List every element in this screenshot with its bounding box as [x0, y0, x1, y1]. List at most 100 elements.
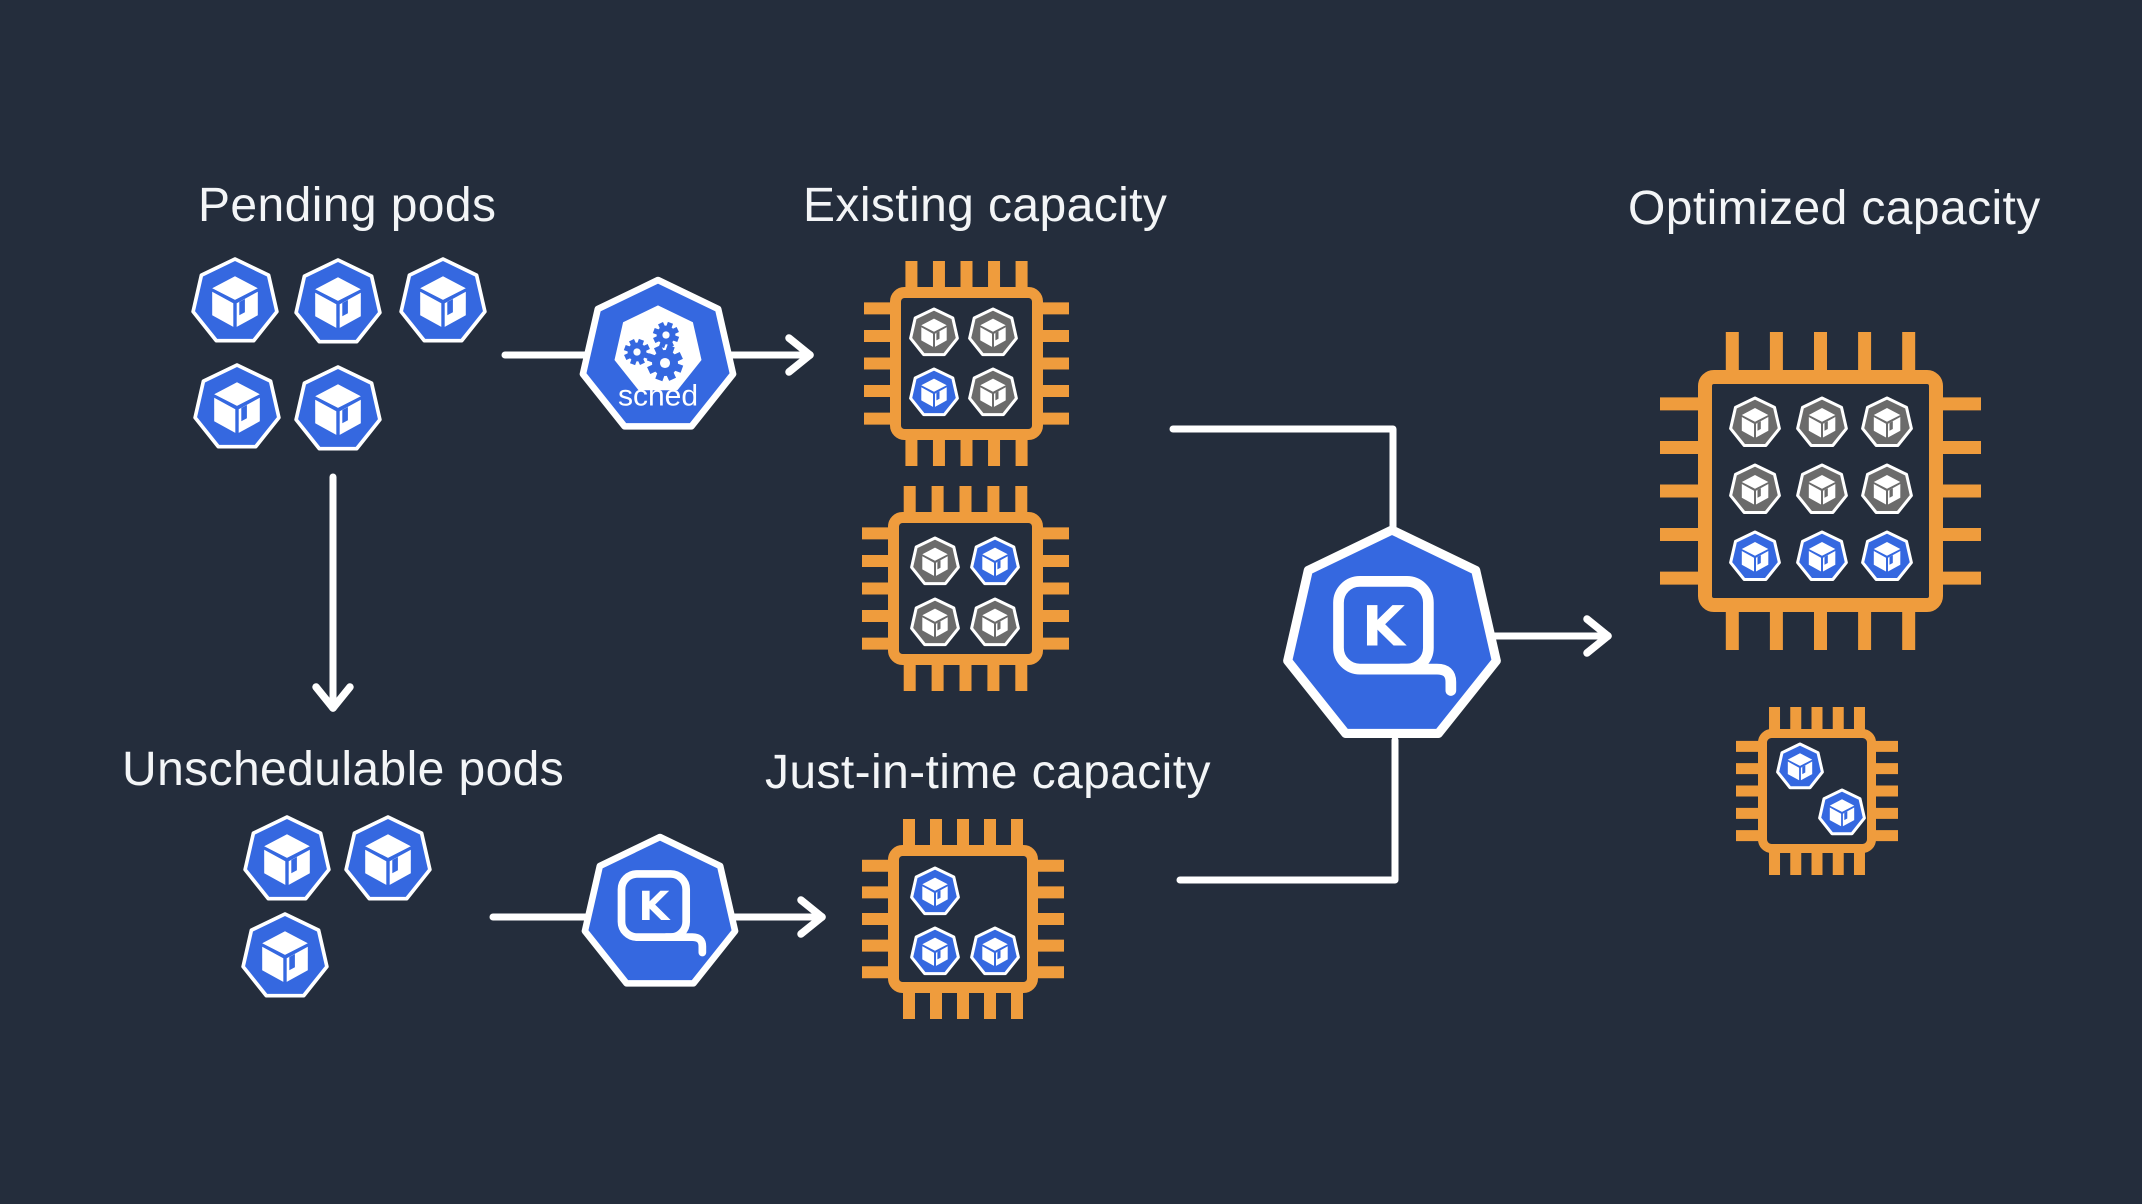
pod-icon: [344, 815, 432, 901]
cube-icon: [922, 877, 948, 906]
pod-icon: [1796, 530, 1848, 581]
arrowhead-icon: [797, 896, 826, 921]
pending-pods-label: Pending pods: [198, 179, 497, 232]
cube-icon: [982, 608, 1008, 637]
karpenter-tape-body: [1333, 576, 1434, 675]
karpenter-icon-letter: K: [638, 884, 671, 930]
just-in-time-capacity-label: Just-in-time capacity: [765, 746, 1211, 799]
pod-icon: [968, 367, 1018, 417]
pod-icon: [193, 363, 281, 449]
connector-line: [1169, 425, 1397, 531]
cube-icon: [315, 277, 361, 328]
arrowhead-icon: [1583, 632, 1612, 657]
pod-icon: [1861, 463, 1913, 514]
pod-icon: [241, 912, 329, 998]
karpenter-tape-tail: [1395, 663, 1457, 696]
karpenter-to-jit-arrow: [726, 896, 826, 938]
existing-capacity-chip-2: [862, 486, 1069, 691]
pod-icon: [399, 257, 487, 343]
pod-icon: [910, 597, 960, 647]
heptagon-badge: [1283, 525, 1501, 738]
scheduler-to-existing-arrow: [726, 334, 814, 376]
gear-icon: [646, 344, 684, 382]
pod-icon: [970, 536, 1020, 586]
pod-icon: [910, 866, 960, 916]
karpenter-icon-small: K: [581, 833, 739, 987]
cube-icon: [982, 937, 1008, 966]
cube-icon: [365, 834, 411, 885]
cube-icon: [1741, 475, 1769, 505]
cube-icon: [315, 384, 361, 435]
pending-to-unschedulable-arrow: [312, 473, 354, 712]
optimized-chip-large: [1660, 332, 1981, 650]
existing-to-karpenter-line: [1169, 425, 1397, 531]
cube-icon: [212, 276, 258, 327]
pod-icon: [294, 258, 382, 344]
jit-to-karpenter-line: [1176, 736, 1399, 884]
cube-icon: [921, 378, 947, 407]
cube-icon: [980, 378, 1006, 407]
pod-icon: [910, 926, 960, 976]
just-in-time-chip: [862, 819, 1064, 1019]
cube-icon: [1873, 542, 1901, 572]
cube-icon: [1741, 408, 1769, 438]
karpenter-icon-letter: K: [1362, 595, 1407, 660]
karpenter-to-optimized-arrow: [1488, 615, 1612, 657]
arrowhead-icon: [785, 334, 814, 359]
pod-icon: [968, 307, 1018, 357]
optimized-chip-small: [1736, 707, 1898, 875]
cube-icon: [1741, 542, 1769, 572]
pod-icon: [909, 367, 959, 417]
gear-icon: [652, 321, 680, 349]
cube-icon: [262, 931, 308, 982]
arrowhead-icon: [797, 913, 826, 938]
arrowhead-icon: [1583, 615, 1612, 640]
pod-icon: [970, 597, 1020, 647]
unschedulable-pods: [241, 815, 432, 998]
pod-icon: [970, 926, 1020, 976]
existing-capacity-label: Existing capacity: [803, 179, 1168, 232]
connector-line: [1176, 736, 1399, 884]
pending-pods: [191, 257, 487, 451]
cube-icon: [980, 318, 1006, 347]
pod-icon: [909, 307, 959, 357]
pod-icon: [1729, 396, 1781, 447]
pod-icon: [1861, 396, 1913, 447]
pod-icon: [191, 257, 279, 343]
cube-icon: [1873, 408, 1901, 438]
unschedulable-pods-label: Unschedulable pods: [122, 743, 565, 796]
arrowhead-icon: [329, 683, 354, 712]
arrowhead-icon: [785, 351, 814, 376]
cube-icon: [922, 547, 948, 576]
cube-icon: [1808, 475, 1836, 505]
cube-icon: [420, 276, 466, 327]
karpenter-tape-body: [617, 870, 691, 941]
karpenter-icon-large: K: [1283, 525, 1501, 738]
arrowhead-icon: [312, 683, 337, 712]
scheduler-icon-label: sched: [618, 380, 698, 413]
cube-icon: [1829, 799, 1855, 827]
cube-icon: [922, 608, 948, 637]
pod-icon: [243, 815, 331, 901]
optimized-capacity-label: Optimized capacity: [1628, 182, 2041, 235]
existing-capacity-chip-1: [864, 261, 1069, 466]
cube-icon: [264, 834, 310, 885]
pod-icon: [910, 536, 960, 586]
cube-icon: [922, 937, 948, 966]
cube-icon: [1808, 542, 1836, 572]
cube-icon: [214, 382, 260, 433]
heptagon-badge: [581, 833, 739, 987]
cube-icon: [1808, 408, 1836, 438]
pod-icon: [1861, 530, 1913, 581]
pod-icon: [1776, 742, 1824, 790]
pod-icon: [1796, 463, 1848, 514]
pod-icon: [1796, 396, 1848, 447]
gear-icon: [623, 338, 651, 366]
pod-icon: [294, 365, 382, 451]
cube-icon: [1873, 475, 1901, 505]
pod-icon: [1729, 463, 1781, 514]
scheduler-icon: sched: [579, 276, 737, 430]
chip-body: [888, 512, 1043, 665]
